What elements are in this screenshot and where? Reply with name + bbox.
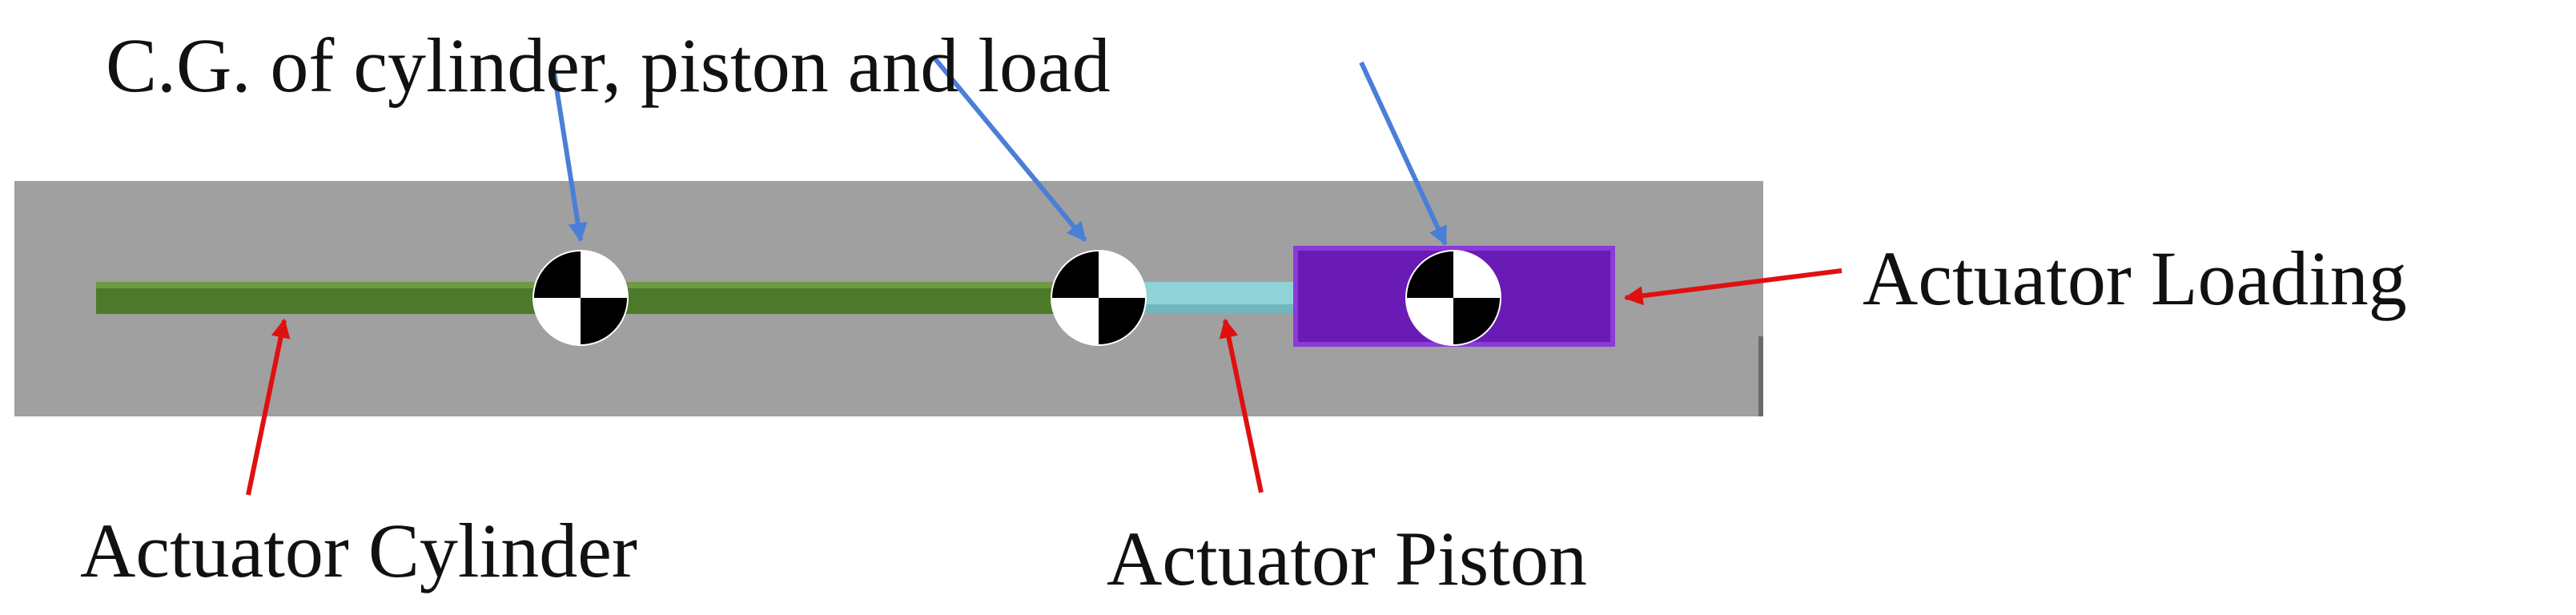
center-of-gravity-icon bbox=[1405, 250, 1501, 346]
cg-title-label: C.G. of cylinder, piston and load bbox=[106, 22, 1111, 108]
pointer-arrow-actuator-piston bbox=[1219, 318, 1264, 493]
cg-pointer-arrow-piston bbox=[930, 54, 1087, 242]
pointer-arrow-actuator-loading bbox=[1623, 268, 1843, 306]
actuator-loading-label: Actuator Loading bbox=[1863, 235, 2407, 321]
center-of-gravity-icon bbox=[532, 250, 629, 346]
cg-pointer-arrow-load bbox=[1359, 61, 1448, 247]
cg-pointer-arrow-cylinder bbox=[550, 62, 588, 243]
cylinder-rod-highlight bbox=[96, 282, 1169, 288]
center-of-gravity-icon bbox=[1051, 250, 1147, 346]
actuator-piston-label: Actuator Piston bbox=[1107, 516, 1587, 601]
panel-right-edge bbox=[1758, 336, 1763, 416]
piston-rod-shadow bbox=[1105, 304, 1305, 314]
pointer-arrow-actuator-cylinder bbox=[246, 318, 291, 496]
actuator-cylinder-label: Actuator Cylinder bbox=[80, 508, 637, 593]
